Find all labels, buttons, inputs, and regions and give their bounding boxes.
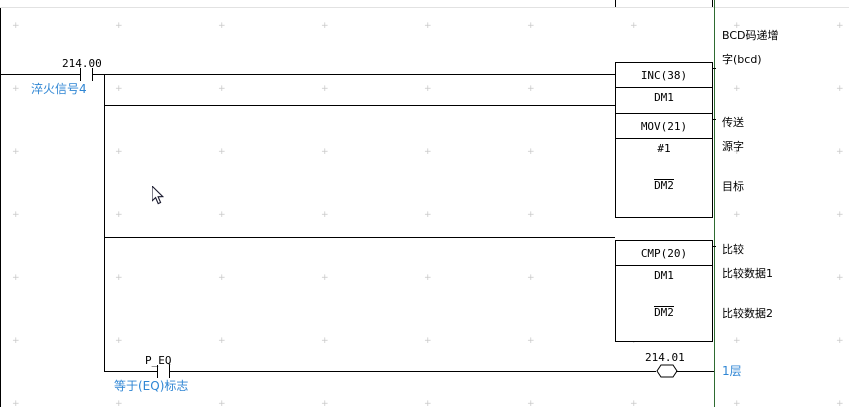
right-power-rail	[714, 0, 715, 407]
cmp-block[interactable]: CMP(20) DM1 DM2	[615, 240, 713, 342]
cmp-block-operand-2: DM2	[654, 306, 674, 319]
inc-block-instruction: INC(38)	[640, 69, 688, 82]
grid-dot	[12, 150, 20, 159]
grid-dot	[527, 150, 535, 159]
grid-dot	[836, 213, 844, 222]
inc-block-annotation-1: BCD码递增	[722, 29, 779, 42]
contact-bar-left	[80, 68, 81, 81]
grid-dot	[115, 276, 123, 285]
grid-dot	[424, 87, 432, 96]
contact-214-00-address: 214.00	[62, 57, 102, 70]
grid-dot	[836, 276, 844, 285]
rung-separator	[0, 7, 849, 8]
grid-dot	[115, 213, 123, 222]
grid-dot	[321, 24, 329, 33]
grid-dot	[424, 24, 432, 33]
cmp-block-annotation-2: 比较数据1	[722, 267, 773, 280]
mov-block-instruction: MOV(21)	[640, 120, 688, 133]
grid-dot	[527, 24, 535, 33]
wire-coil-to-rail	[676, 371, 714, 372]
inc-block-operand-1: DM1	[654, 91, 674, 104]
cmp-block-right-stub	[713, 246, 716, 247]
mov-block-divider	[616, 138, 712, 139]
wire-branch-to-cmp	[104, 237, 615, 238]
mov-block[interactable]: MOV(21) #1 DM2	[615, 113, 713, 218]
contact-bar-left	[157, 365, 158, 378]
grid-dot	[321, 213, 329, 222]
grid-dot	[733, 150, 741, 159]
grid-dot	[321, 87, 329, 96]
contact-p-eq-address: P_EQ	[145, 354, 172, 367]
cmp-block-annotation-1: 比较	[722, 243, 744, 256]
wire-left-to-contact	[0, 74, 80, 75]
mov-block-annotation-2: 源字	[722, 140, 744, 153]
grid-dot	[733, 339, 741, 348]
grid-dot	[424, 213, 432, 222]
grid-dot	[12, 24, 20, 33]
grid-dot	[218, 276, 226, 285]
grid-dot	[424, 276, 432, 285]
grid-dot	[424, 339, 432, 348]
grid-dot	[12, 87, 20, 96]
grid-dot	[115, 339, 123, 348]
grid-dot	[321, 276, 329, 285]
coil-214-01-comment: 1层	[722, 364, 742, 378]
mov-block-operand-1: #1	[657, 142, 671, 155]
grid-dot	[12, 213, 20, 222]
cmp-block-instruction: CMP(20)	[640, 247, 688, 260]
partial-block-above[interactable]	[615, 0, 713, 7]
grid-dot	[115, 24, 123, 33]
grid-dot	[12, 276, 20, 285]
wire-contact-to-inc	[93, 74, 615, 75]
mov-block-annotation-3: 目标	[722, 180, 744, 193]
grid-dot	[424, 150, 432, 159]
contact-bar-right	[169, 365, 170, 378]
grid-dot	[836, 150, 844, 159]
contact-p-eq[interactable]	[157, 365, 170, 378]
contact-214-00[interactable]	[80, 68, 93, 81]
mouse-cursor	[151, 184, 166, 206]
grid-dot	[321, 150, 329, 159]
grid-dot	[836, 339, 844, 348]
contact-214-00-comment: 淬火信号4	[31, 82, 87, 96]
inc-block-right-stub	[713, 68, 716, 69]
grid-dot	[321, 339, 329, 348]
grid-dot	[218, 87, 226, 96]
wire-branch-to-mov	[104, 105, 615, 106]
grid-dot	[527, 87, 535, 96]
grid-dot	[630, 339, 638, 348]
grid-dot	[218, 24, 226, 33]
coil-214-01[interactable]	[656, 362, 678, 380]
cmp-block-operand-1: DM1	[654, 269, 674, 282]
grid-dot	[115, 87, 123, 96]
wire-eq-to-coil	[170, 371, 656, 372]
grid-dot	[527, 276, 535, 285]
grid-dot	[12, 339, 20, 348]
contact-bar-right	[92, 68, 93, 81]
grid-dot	[218, 150, 226, 159]
grid-dot	[733, 276, 741, 285]
contact-p-eq-comment: 等于(EQ)标志	[114, 379, 189, 393]
coil-214-01-address: 214.01	[645, 351, 685, 364]
wire-branch-to-eq	[104, 371, 157, 372]
inc-block-divider	[616, 87, 712, 88]
grid-dot	[527, 213, 535, 222]
cmp-block-annotation-3: 比较数据2	[722, 307, 773, 320]
grid-dot	[836, 87, 844, 96]
mov-block-right-stub	[713, 119, 716, 120]
grid-dot	[630, 24, 638, 33]
grid-dot	[733, 87, 741, 96]
branch-vertical-line	[104, 74, 105, 372]
grid-dot	[836, 24, 844, 33]
grid-dot	[115, 150, 123, 159]
grid-dot	[733, 213, 741, 222]
grid-dot	[218, 213, 226, 222]
grid-dot	[527, 339, 535, 348]
left-power-rail	[0, 8, 1, 407]
mov-block-annotation-1: 传送	[722, 116, 744, 129]
inc-block-annotation-2: 字(bcd)	[722, 53, 762, 66]
mov-block-operand-2: DM2	[654, 179, 674, 192]
grid-dot	[218, 339, 226, 348]
cmp-block-divider	[616, 265, 712, 266]
